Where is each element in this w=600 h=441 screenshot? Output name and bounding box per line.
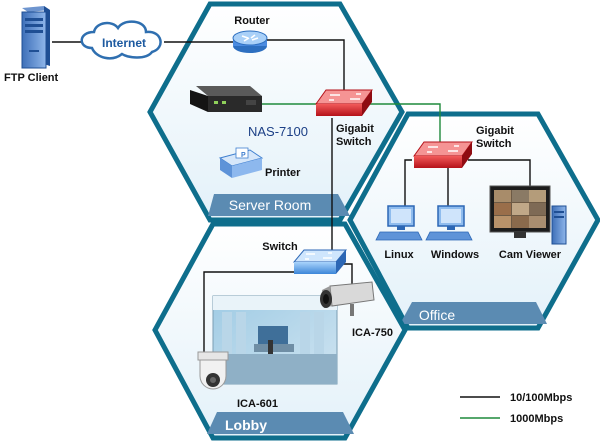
ica-750-label: ICA-750 (352, 327, 393, 339)
ica-750-camera-icon (320, 281, 375, 316)
office-label: Office (419, 307, 456, 323)
svg-text:P: P (241, 152, 246, 159)
ica-601-camera-icon (197, 351, 229, 390)
linux-label: Linux (384, 249, 414, 261)
windows-pc-icon (425, 205, 473, 241)
link-lobby-ica601 (203, 271, 296, 354)
lobby-switch-icon (292, 249, 348, 274)
office-switch-label-line2: Switch (476, 138, 512, 150)
ica-601-label: ICA-601 (237, 398, 278, 410)
legend-label-10-100: 10/100Mbps (510, 392, 572, 404)
link-office-camviewer (468, 159, 531, 190)
office-gigabit-switch-icon (413, 141, 473, 168)
legend: 10/100Mbps 1000Mbps (460, 392, 572, 425)
office-switch-label-line1: Gigabit (476, 125, 514, 137)
server-room-label: Server Room (229, 197, 311, 213)
office-zone: Office (347, 111, 600, 331)
link-server-office (370, 103, 441, 142)
lobby-switch-label: Switch (262, 241, 298, 253)
ftp-client-icon (21, 6, 50, 69)
lobby-label: Lobby (225, 417, 267, 433)
nas-icon (190, 86, 262, 112)
linux-pc-icon (375, 205, 423, 241)
lobby-photo (212, 295, 338, 385)
links (52, 39, 531, 354)
nas-label: NAS-7100 (248, 124, 308, 139)
printer-icon: P (218, 147, 264, 178)
cam-viewer-icon (489, 185, 567, 245)
cam-viewer-label: Cam Viewer (499, 249, 562, 261)
internet-label: Internet (102, 36, 146, 50)
internet-cloud-icon (80, 20, 162, 60)
link-router-switch (266, 39, 345, 92)
router-icon (232, 30, 268, 53)
ftp-client-label: FTP Client (4, 72, 59, 84)
legend-label-1000: 1000Mbps (510, 413, 563, 425)
link-office-linux (404, 159, 412, 208)
windows-label: Windows (431, 249, 479, 261)
server-switch-label-line1: Gigabit (336, 123, 374, 135)
server-room-zone: Server Room (147, 1, 405, 223)
router-label: Router (234, 15, 270, 27)
printer-label: Printer (265, 167, 301, 179)
server-switch-label-line2: Switch (336, 136, 372, 148)
server-gigabit-switch-icon (315, 89, 373, 116)
